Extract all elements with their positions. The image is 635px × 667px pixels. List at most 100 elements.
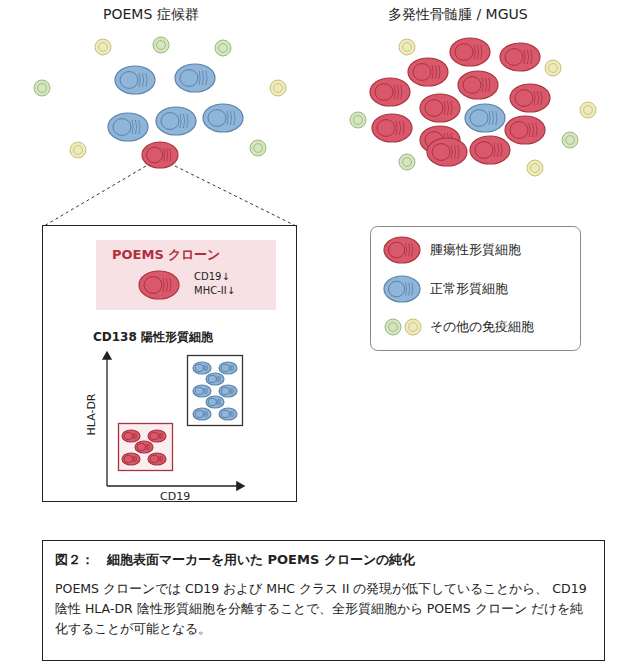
nucleus [432, 144, 450, 161]
er-stroke [170, 278, 171, 292]
er-stroke [406, 244, 407, 257]
er-stroke [206, 388, 208, 394]
er-stroke [216, 376, 218, 382]
er-stroke [227, 111, 228, 125]
er-stroke [135, 120, 136, 134]
clone-cell [134, 268, 184, 302]
plasma-cell [420, 94, 460, 122]
er-stroke [399, 121, 400, 135]
plasma-cell [458, 71, 498, 99]
nucleus [566, 136, 575, 145]
nucleus [219, 44, 228, 53]
clone-title: POEMS クローン [112, 246, 220, 264]
er-stroke [439, 65, 440, 79]
legend-text: その他の免疫細胞 [430, 318, 534, 336]
er-stroke [401, 85, 402, 99]
er-stroke [496, 111, 497, 125]
er-stroke [534, 91, 535, 105]
legend-text: 腫瘍性形質細胞 [430, 241, 521, 259]
nucleus [195, 410, 203, 417]
er-stroke [489, 111, 490, 125]
nucleus [409, 323, 418, 332]
er-stroke [474, 45, 475, 59]
plasma-cell [206, 373, 224, 385]
er-stroke [160, 456, 162, 462]
immune-cell [385, 319, 401, 335]
nucleus [470, 110, 488, 127]
plasma-cell [115, 66, 155, 94]
immune-cell [405, 319, 421, 335]
marker-text: MHC-II↓ [194, 285, 235, 296]
er-stroke [481, 45, 482, 59]
plasma-cell [408, 58, 448, 86]
er-stroke [231, 411, 233, 417]
immune-cell [70, 142, 86, 158]
nucleus [150, 455, 158, 462]
nucleus [375, 84, 393, 101]
nucleus [144, 277, 162, 294]
nucleus [455, 44, 473, 61]
immune-cell [34, 80, 50, 96]
er-stroke [485, 78, 486, 92]
er-stroke [146, 73, 147, 87]
nucleus [413, 64, 431, 81]
plasma-cell [427, 138, 467, 166]
group-title: 多発性骨髄腫 / MGUS [388, 6, 528, 24]
er-stroke [132, 120, 133, 134]
nucleus [147, 147, 163, 163]
nucleus [515, 90, 533, 107]
axis-label: CD19 [160, 490, 190, 503]
plasma-cell [135, 441, 153, 453]
nucleus [505, 49, 523, 66]
plasma-cell [122, 453, 140, 465]
er-stroke [132, 456, 134, 462]
nucleus [208, 110, 226, 127]
nucleus [195, 364, 203, 371]
er-stroke [206, 71, 207, 85]
er-stroke [230, 111, 231, 125]
er-stroke [234, 111, 235, 125]
legend-frame [371, 227, 581, 351]
er-stroke [497, 143, 498, 157]
nucleus [403, 43, 412, 52]
er-stroke [139, 120, 140, 134]
plasma-cell [465, 104, 505, 132]
er-stroke [203, 388, 205, 394]
er-stroke [444, 101, 445, 115]
er-stroke [531, 50, 532, 64]
nucleus [403, 158, 412, 167]
er-stroke [527, 50, 528, 64]
er-stroke [229, 365, 231, 371]
er-stroke [447, 101, 448, 115]
er-stroke [403, 121, 404, 135]
nucleus [425, 100, 443, 117]
marker-text: CD19↓ [194, 271, 230, 282]
er-stroke [170, 149, 171, 162]
nucleus [254, 144, 263, 153]
nucleus [161, 113, 179, 130]
nucleus [377, 120, 395, 137]
er-stroke [532, 123, 533, 137]
zoom-line [175, 166, 296, 226]
plasma-cell [470, 136, 510, 164]
er-stroke [163, 278, 164, 292]
caption-body: POEMS クローンでは CD19 および MHC クラス II の発現が低下し… [55, 579, 592, 639]
group-title: POEMS 症候群 [103, 6, 199, 24]
plasma-cell [122, 430, 140, 442]
er-stroke [219, 376, 221, 382]
nucleus [38, 84, 47, 93]
immune-cell [399, 39, 415, 55]
er-stroke [166, 278, 167, 292]
nucleus [221, 387, 229, 394]
nucleus [475, 142, 493, 159]
er-stroke [409, 283, 410, 296]
er-stroke [397, 85, 398, 99]
plasma-cell [193, 362, 211, 374]
plasma-cell [505, 116, 545, 144]
plasma-cell [370, 78, 410, 106]
nucleus [150, 432, 158, 439]
nucleus [389, 281, 405, 297]
immune-cell [580, 102, 596, 118]
gate-box [188, 356, 243, 426]
plasma-cell [193, 385, 211, 397]
